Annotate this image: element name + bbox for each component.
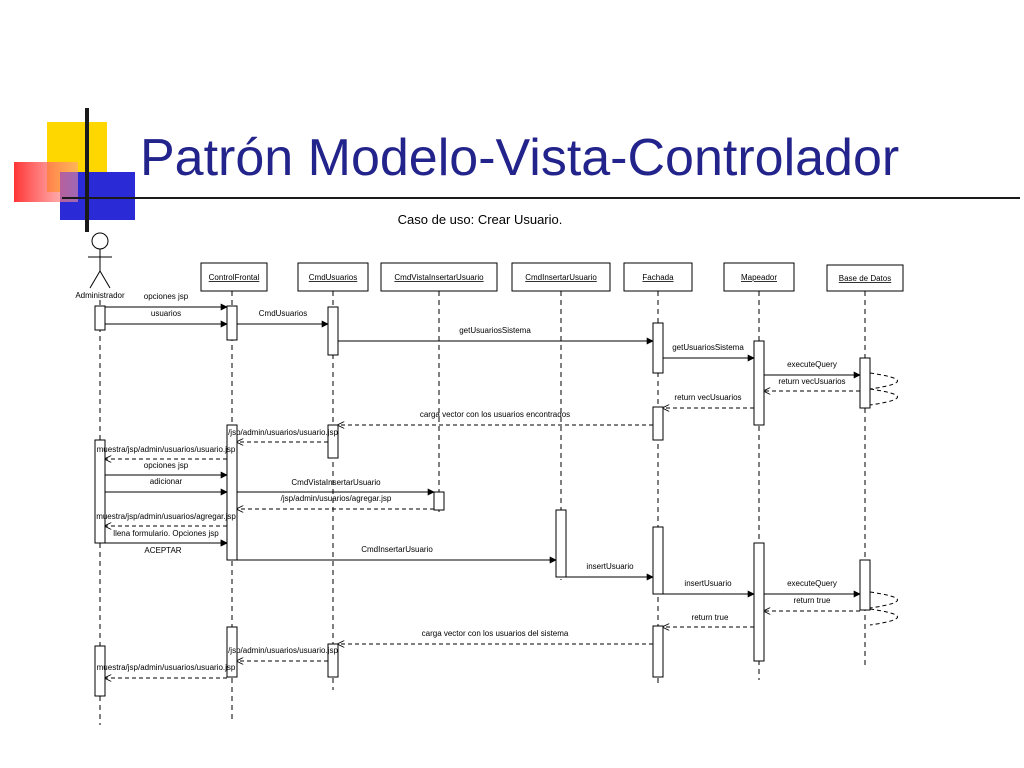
message-label-13: CmdVistaInsertarUsuario xyxy=(291,478,381,487)
message-label-25: /jsp/admin/usuarios/usuario.jsp xyxy=(228,646,338,655)
message-label-18: CmdInsertarUsuario xyxy=(361,545,433,554)
message-label-2: CmdUsuarios xyxy=(259,309,307,318)
message-label-20: insertUsuario xyxy=(684,579,732,588)
message-label-21: executeQuery xyxy=(787,579,837,588)
activation-cf-17 xyxy=(226,626,238,678)
message-label-10: muestra/jsp/admin/usuarios/usuario.jsp xyxy=(97,445,236,454)
activation-ma-13 xyxy=(753,542,765,662)
message-label-19: insertUsuario xyxy=(586,562,634,571)
actor-administrador: Administrador xyxy=(75,232,125,300)
activation-admin-18 xyxy=(94,645,106,697)
deco-red-square xyxy=(14,162,78,202)
lifeline-header-bd xyxy=(826,264,904,292)
message-label-12: adicionar xyxy=(150,477,183,486)
activation-admin-0 xyxy=(94,305,106,331)
message-label-15: muestra/jsp/admin/usuarios/agregar.jsp xyxy=(96,512,236,521)
activation-fa-12 xyxy=(652,526,664,595)
activation-ci-11 xyxy=(555,509,567,578)
message-label-23: return true xyxy=(692,613,729,622)
message-label-9: /jsp/admin/usuarios/usuario.jsp xyxy=(228,428,338,437)
activation-admin-9 xyxy=(94,439,106,544)
message-label-14: /jsp/admin/usuarios/agregar.jsp xyxy=(281,494,392,503)
self-loop-6 xyxy=(869,388,898,406)
lifeline-header-cf xyxy=(200,262,268,292)
message-label-22: return true xyxy=(794,596,831,605)
lifeline-header-fa xyxy=(623,262,693,292)
lifeline-label-cu: CmdUsuarios xyxy=(309,273,357,282)
activation-fa-3 xyxy=(652,322,664,374)
message-label-3: getUsuariosSistema xyxy=(459,326,531,335)
message-label-16: llena formulario. Opciones jsp xyxy=(113,529,219,538)
lifeline-label-cf: ControlFrontal xyxy=(209,273,260,282)
lifeline-header-ci xyxy=(511,262,611,292)
slide-title: Patrón Modelo-Vista-Controlador xyxy=(140,129,900,187)
diagram-subtitle: Caso de uso: Crear Usuario. xyxy=(397,212,563,227)
message-label-5: executeQuery xyxy=(787,360,837,369)
message-label-11: opciones jsp xyxy=(144,461,189,470)
self-loop-21 xyxy=(869,591,898,609)
title-rule xyxy=(62,197,1020,199)
activation-cu-2 xyxy=(327,306,339,356)
activation-fa-6 xyxy=(652,406,664,441)
actor-head xyxy=(91,232,109,250)
self-loop-5 xyxy=(869,372,898,390)
message-label-6: return vecUsuarios xyxy=(778,377,845,386)
message-label-0: opciones jsp xyxy=(144,292,189,301)
actor-label: Administrador xyxy=(75,291,125,300)
message-label-17: ACEPTAR xyxy=(144,546,181,555)
lifeline-label-cv: CmdVistaInsertarUsuario xyxy=(394,273,484,282)
lifeline-label-ci: CmdInsertarUsuario xyxy=(525,273,597,282)
lifeline-label-bd: Base de Datos xyxy=(839,274,891,283)
message-label-1: usuarios xyxy=(151,309,181,318)
activation-bd-14 xyxy=(859,559,871,611)
lifeline-header-cu xyxy=(297,262,369,292)
self-loop-22 xyxy=(869,608,898,626)
message-label-26: muestra/jsp/admin/usuarios/usuario.jsp xyxy=(97,663,236,672)
message-label-8: carga vector con los usuarios encontrado… xyxy=(420,410,570,419)
lifeline-label-fa: Fachada xyxy=(642,273,674,282)
activation-fa-15 xyxy=(652,625,664,678)
message-label-24: carga vector con los usuarios del sistem… xyxy=(422,629,569,638)
slide-decoration xyxy=(14,108,135,232)
activation-bd-5 xyxy=(859,357,871,409)
activation-cv-10 xyxy=(433,491,445,511)
activation-cf-1 xyxy=(226,305,238,341)
actor-leg-right xyxy=(99,270,111,289)
activation-ma-4 xyxy=(753,340,765,426)
actor-leg-left xyxy=(89,270,101,289)
deco-vertical-bar xyxy=(85,108,89,232)
lifeline-label-ma: Mapeador xyxy=(741,273,777,282)
message-label-4: getUsuariosSistema xyxy=(672,343,744,352)
message-label-7: return vecUsuarios xyxy=(674,393,741,402)
